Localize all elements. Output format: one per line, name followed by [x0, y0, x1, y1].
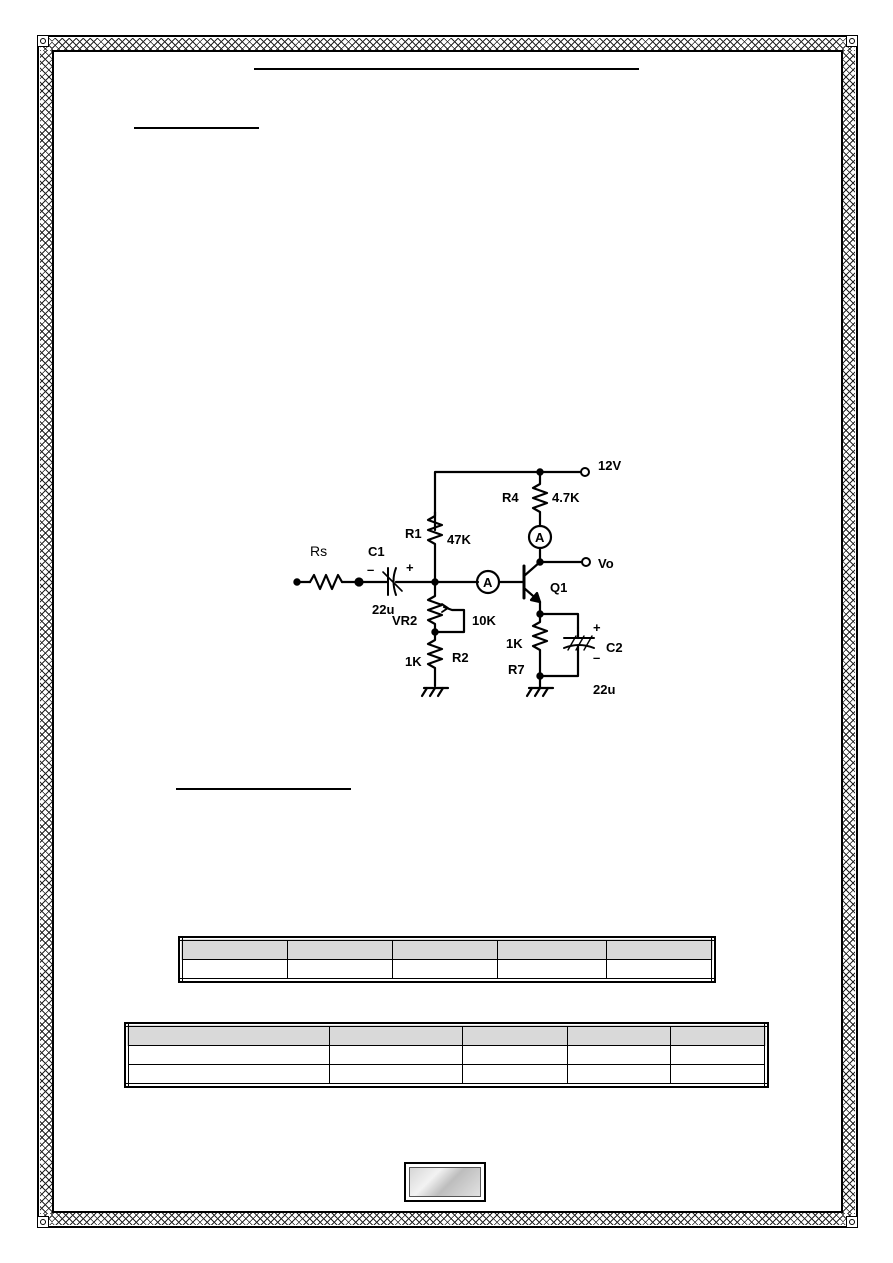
potentiometer-vr2: [426, 580, 466, 636]
label-rs: Rs: [310, 543, 327, 559]
label-q1: Q1: [550, 580, 567, 595]
table-row: [180, 959, 714, 981]
output-terminal: [581, 557, 591, 567]
label-r1-value: 47K: [447, 532, 471, 547]
section-heading-underline: [134, 127, 259, 129]
label-r2-value: 1K: [405, 654, 422, 669]
ammeter-collector-symbol: A: [535, 530, 545, 545]
table-row: [180, 938, 714, 960]
label-output: Vo: [598, 556, 614, 571]
transistor-q1: [522, 560, 542, 604]
section-heading-2-underline: [176, 788, 351, 790]
frame-corner-top-right: [846, 35, 858, 47]
label-r4-value: 4.7K: [552, 490, 580, 505]
page-number-plaque: [404, 1162, 486, 1202]
label-c1: C1: [368, 544, 385, 559]
label-r7-value: 1K: [506, 636, 523, 651]
label-r1: R1: [405, 526, 422, 541]
page-border-outer: [37, 35, 858, 1228]
resistor-r1: [426, 510, 444, 584]
label-c1-value: 22u: [372, 602, 394, 617]
label-c1-minus: –: [367, 562, 374, 577]
label-r4: R4: [502, 490, 519, 505]
label-c2-value: 22u: [593, 682, 615, 697]
capacitor-c2: [563, 626, 595, 651]
label-c2: C2: [606, 640, 623, 655]
label-r7: R7: [508, 662, 525, 677]
ammeter-base-symbol: A: [483, 575, 493, 590]
frame-corner-bottom-left: [37, 1216, 49, 1228]
label-c2-minus: –: [593, 650, 600, 665]
ground-base: [420, 686, 450, 698]
resistor-r7: [531, 612, 549, 678]
frame-corner-bottom-right: [846, 1216, 858, 1228]
amplifier-circuit-schematic: 12V Vo Rs C1 – + 22u R1 47K VR2 10K 1K R…: [293, 458, 623, 698]
resistor-r2: [426, 630, 444, 688]
input-network: [293, 567, 480, 596]
table-row: [126, 1064, 767, 1086]
table-row: [126, 1024, 767, 1046]
title-underline: [254, 68, 639, 70]
label-vr2-value: 10K: [472, 613, 496, 628]
measurement-table-1: [179, 937, 715, 982]
resistor-r4: [531, 470, 549, 527]
table-row: [126, 1045, 767, 1065]
ground-emitter: [525, 674, 555, 698]
measurement-table-2: [125, 1023, 768, 1087]
label-r2: R2: [452, 650, 469, 665]
label-vr2: VR2: [392, 613, 417, 628]
frame-corner-top-left: [37, 35, 49, 47]
label-c2-plus: +: [593, 620, 601, 635]
label-c1-plus: +: [406, 560, 414, 575]
label-supply: 12V: [598, 458, 621, 473]
